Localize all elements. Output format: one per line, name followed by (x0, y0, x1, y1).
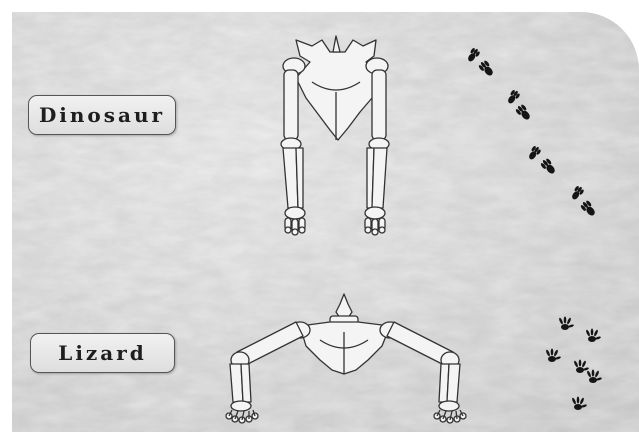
lizard-skeleton-icon (226, 294, 466, 423)
dinosaur-footprint-icon (465, 47, 597, 219)
lizard-footprint-icon (545, 317, 602, 411)
dinosaur-skeleton-icon (281, 36, 389, 235)
